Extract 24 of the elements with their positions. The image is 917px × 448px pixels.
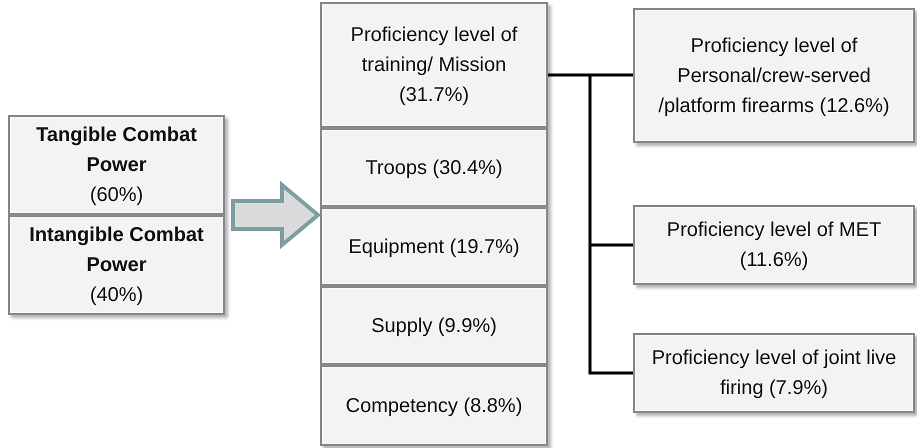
box-heading: Tangible Combat Power — [35, 123, 198, 178]
text-box — [8, 115, 225, 215]
box-text: (40%) — [90, 283, 144, 308]
box-text: Equipment (19.7%) — [348, 234, 520, 260]
box-text: Proficiency level of training/ Mission (31.7%) — [350, 23, 518, 108]
text-box — [320, 128, 548, 207]
box-text: Proficiency level of joint live firing (7.9%) — [650, 346, 898, 401]
box-text: Proficiency level of Personal/crew-served /platform firearms (12.6%) — [657, 34, 891, 118]
text-box — [8, 215, 225, 315]
text-box — [320, 207, 548, 286]
text-box — [320, 286, 548, 365]
text-box — [320, 2, 548, 128]
text-box — [633, 333, 915, 413]
box-heading: Intangible Combat Power — [28, 223, 205, 278]
text-box — [633, 205, 915, 285]
block-arrow — [231, 180, 322, 250]
box-text: (60%) — [90, 183, 144, 208]
connector-line — [548, 74, 633, 374]
box-text: Supply (9.9%) — [371, 314, 497, 338]
box-text: Troops (30.4%) — [365, 156, 503, 180]
box-text: Competency (8.8%) — [346, 394, 522, 418]
text-box — [320, 365, 548, 446]
box-text: Proficiency level of MET (11.6%) — [666, 218, 882, 273]
text-box — [633, 8, 915, 143]
